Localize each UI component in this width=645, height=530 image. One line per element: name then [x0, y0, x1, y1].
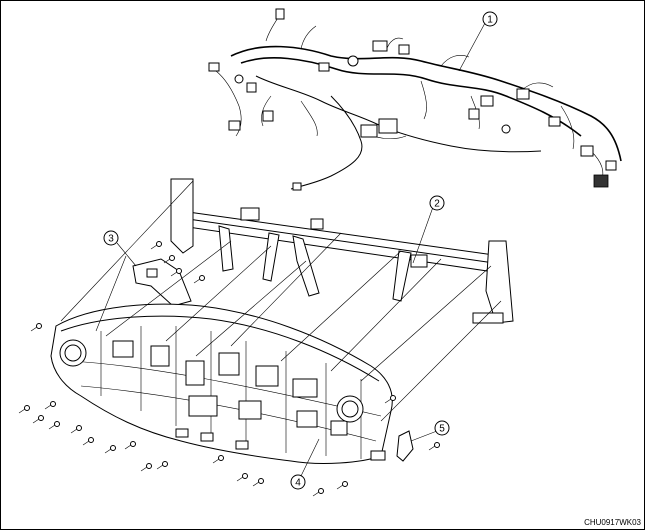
- leader-lines: [116, 22, 486, 477]
- dashboard-panel: [50, 303, 393, 464]
- dashboard-frame: [170, 178, 514, 324]
- svg-text:5: 5: [439, 424, 445, 435]
- assembly-lines: [60, 180, 502, 422]
- fasteners: [18, 241, 440, 497]
- svg-text:4: 4: [295, 478, 301, 489]
- side-bracket: [396, 430, 414, 462]
- figure-code: CHU0917WK03: [584, 518, 641, 527]
- callout-1: 1: [482, 11, 498, 27]
- callout-3: 3: [103, 230, 119, 246]
- svg-text:2: 2: [434, 199, 440, 210]
- callout-4: 4: [290, 474, 306, 490]
- bracket: [132, 258, 192, 307]
- callout-5: 5: [434, 420, 450, 436]
- wiring-harness: [208, 8, 622, 191]
- callout-2: 2: [429, 195, 445, 211]
- svg-text:1: 1: [487, 15, 493, 26]
- svg-text:3: 3: [108, 234, 114, 245]
